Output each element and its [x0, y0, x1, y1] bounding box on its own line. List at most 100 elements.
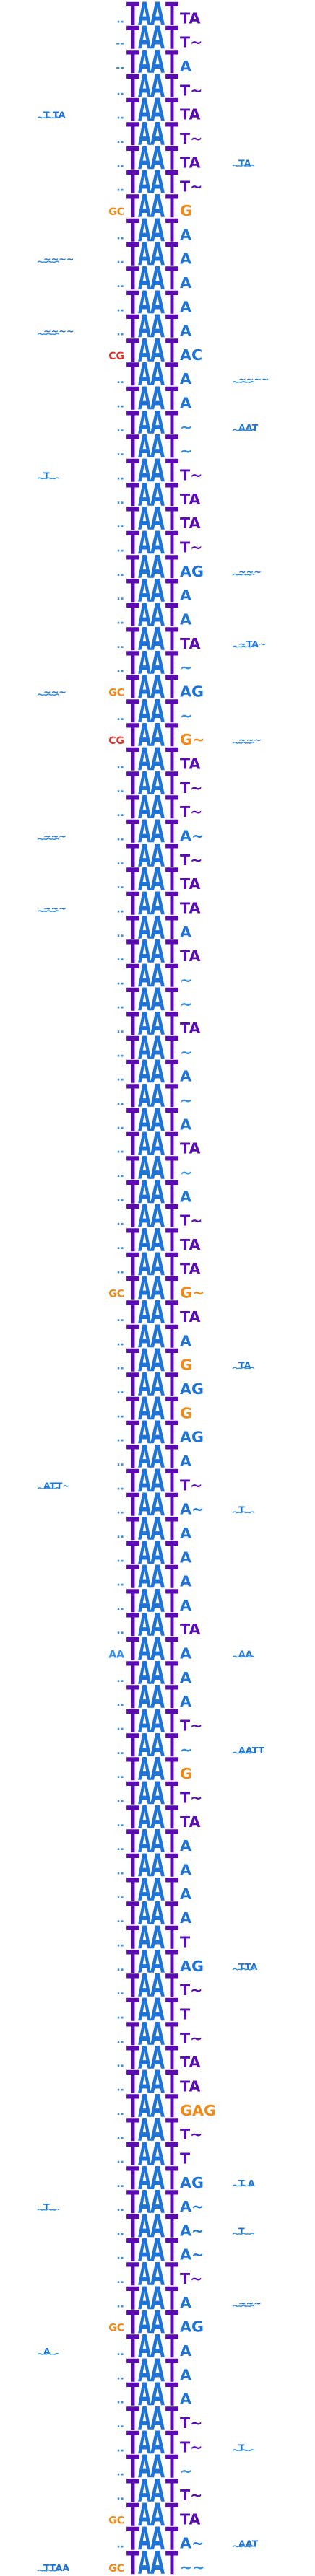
core-letter-t: T	[165, 1463, 178, 1499]
post-letters: A	[180, 1548, 191, 1566]
pre-letters: CG	[108, 735, 124, 747]
core-letter-a: A	[138, 2377, 151, 2414]
post-letters: T	[180, 1933, 190, 1950]
pre-letters: ..	[116, 2178, 124, 2190]
core-letter-t: T	[126, 982, 139, 1019]
pre-letters: ..	[116, 1096, 124, 1108]
flank-letters: T	[43, 470, 50, 481]
post-letters: TA	[180, 1020, 200, 1037]
pre-letters: ..	[116, 2539, 124, 2551]
core-letter-a: A	[150, 549, 165, 586]
flank-squiggle	[37, 2569, 60, 2572]
core-letter-a: A	[150, 1679, 165, 1716]
core-letter-a: A	[150, 1535, 165, 1572]
core-letter-a: A	[150, 1559, 165, 1596]
core-letter-a: A	[138, 621, 151, 658]
core-letter-a: A	[138, 1607, 151, 1644]
core-letter-t: T	[126, 2424, 139, 2461]
core-letter-a: A	[138, 741, 151, 778]
core-letter-a: A	[150, 284, 165, 321]
post-letters: A	[180, 2342, 191, 2360]
core-letter-t: T	[126, 1944, 139, 1981]
core-letter-a: A	[138, 645, 151, 682]
post-letters: A	[180, 226, 191, 243]
core-letter-a: A	[138, 1776, 151, 1813]
core-letter-t: T	[126, 2377, 139, 2414]
core-letter-t: T	[126, 2521, 139, 2558]
flank-squiggle	[37, 260, 60, 263]
pre-letters: ..	[116, 2010, 124, 2021]
core-letter-a: A	[150, 741, 165, 778]
core-letter-t: T	[165, 1944, 178, 1981]
post-letters: T~	[180, 2487, 202, 2504]
core-letter-a: A	[150, 2401, 165, 2437]
core-letter-a: A	[138, 1006, 151, 1043]
core-letter-a: A	[150, 477, 165, 514]
post-letters: A	[180, 1693, 191, 1710]
pre-letters: ..	[116, 14, 124, 25]
core-letter-a: A	[150, 597, 165, 634]
core-letter-a: A	[138, 188, 151, 225]
pre-letters: ..	[116, 2395, 124, 2406]
flank-letters: T	[238, 2225, 245, 2236]
core-letter-t: T	[126, 1679, 139, 1716]
core-letter-t: T	[126, 549, 139, 586]
core-letter-t: T	[126, 1390, 139, 1427]
core-letter-a: A	[150, 309, 165, 346]
post-letters: ~	[180, 442, 192, 460]
pre-letters: ..	[116, 255, 124, 266]
core-letter-t: T	[126, 116, 139, 153]
pre-letters: ..	[116, 183, 124, 194]
pre-letters: ..	[116, 1505, 124, 1517]
core-letter-a: A	[138, 693, 151, 730]
core-letter-a: A	[138, 1487, 151, 1524]
pre-letters: ..	[116, 230, 124, 242]
core-letter-t: T	[165, 1367, 178, 1403]
core-letter-t: T	[126, 68, 139, 105]
flank-letters: T	[238, 2442, 245, 2453]
post-letters: AG	[180, 1380, 204, 1398]
core-letter-t: T	[165, 1439, 178, 1476]
core-letter-t: T	[126, 838, 139, 875]
post-letters: A	[180, 2294, 191, 2311]
core-letter-t: T	[165, 717, 178, 754]
core-letter-t: T	[126, 885, 139, 922]
core-letter-a: A	[150, 789, 165, 826]
core-letter-t: T	[126, 958, 139, 994]
core-letter-a: A	[138, 2401, 151, 2437]
core-letter-a: A	[138, 2449, 151, 2486]
core-letter-a: A	[138, 1511, 151, 1548]
core-letter-a: A	[150, 1800, 165, 1836]
post-letters: T~	[180, 2030, 202, 2047]
core-letter-a: A	[150, 1463, 165, 1499]
core-letter-a: A	[138, 260, 151, 297]
post-letters: ~	[180, 2463, 192, 2480]
core-letter-a: A	[138, 982, 151, 1019]
core-letter-t: T	[126, 1655, 139, 1692]
pre-letters: ..	[116, 1697, 124, 1709]
flank-squiggle	[232, 165, 255, 167]
core-letter-t: T	[165, 2497, 178, 2533]
core-letter-a: A	[150, 982, 165, 1019]
core-letter-a: A	[150, 188, 165, 225]
pre-letters: ..	[116, 519, 124, 530]
core-letter-a: A	[138, 1800, 151, 1836]
core-letter-t: T	[165, 1727, 178, 1764]
post-letters: TA	[180, 1813, 200, 1831]
post-letters: A	[180, 370, 191, 387]
pre-letters: GC	[108, 1289, 124, 1300]
